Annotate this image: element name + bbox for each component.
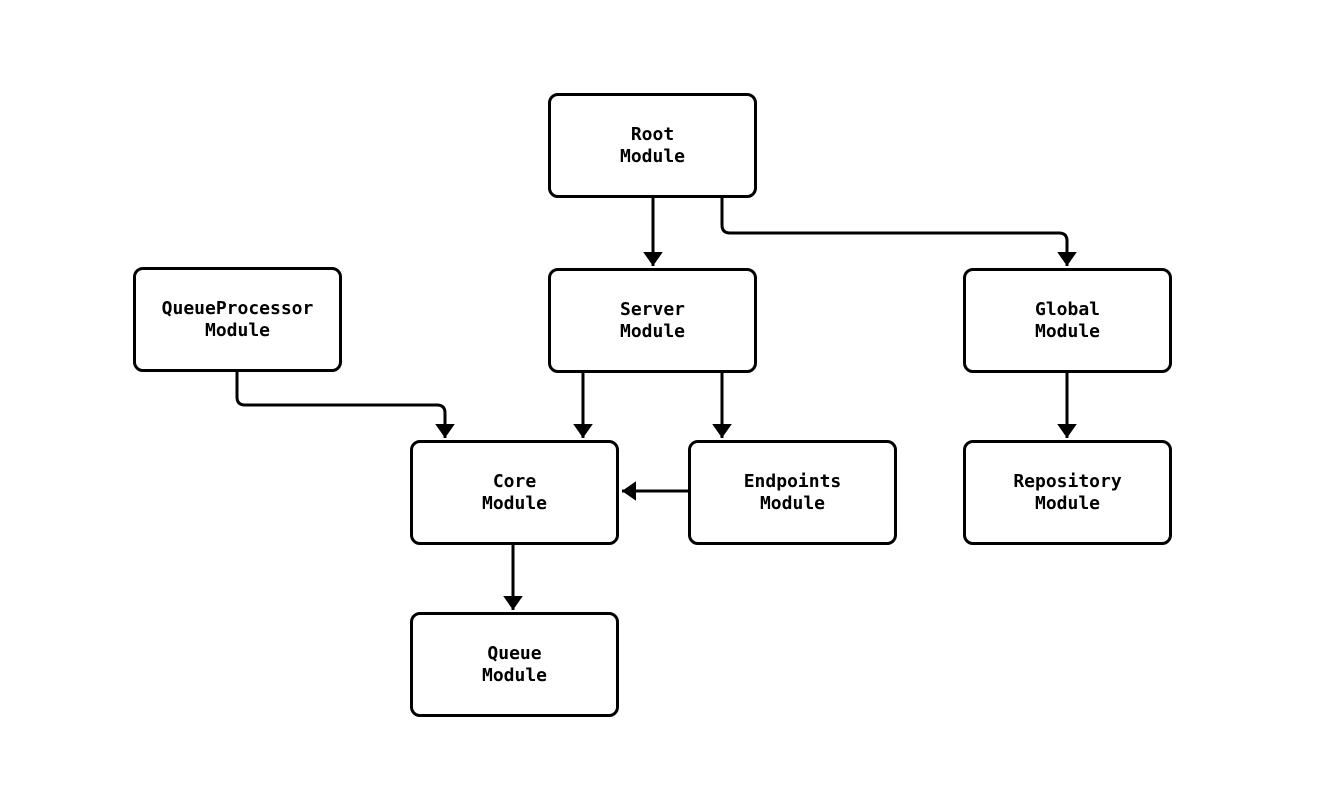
node-server-module-label: Server Module bbox=[619, 298, 686, 342]
node-queueprocessor-module: QueueProcessor Module bbox=[133, 267, 342, 372]
node-repository-module: Repository Module bbox=[963, 440, 1172, 545]
node-global-module-label: Global Module bbox=[1034, 298, 1101, 342]
node-server-module: Server Module bbox=[548, 268, 757, 373]
node-global-module: Global Module bbox=[963, 268, 1172, 373]
edge-root-to-global bbox=[720, 198, 1077, 266]
node-endpoints-module: Endpoints Module bbox=[688, 440, 897, 545]
edge-queueprocessor-to-core bbox=[235, 372, 455, 438]
node-core-module-label: Core Module bbox=[481, 470, 548, 514]
node-queueprocessor-module-label: QueueProcessor Module bbox=[161, 297, 314, 341]
node-queue-module-label: Queue Module bbox=[481, 642, 548, 686]
node-endpoints-module-label: Endpoints Module bbox=[743, 470, 842, 514]
node-repository-module-label: Repository Module bbox=[1013, 470, 1122, 514]
node-root-module-label: Root Module bbox=[619, 123, 686, 167]
node-root-module: Root Module bbox=[548, 93, 757, 198]
node-core-module: Core Module bbox=[410, 440, 619, 545]
node-queue-module: Queue Module bbox=[410, 612, 619, 717]
